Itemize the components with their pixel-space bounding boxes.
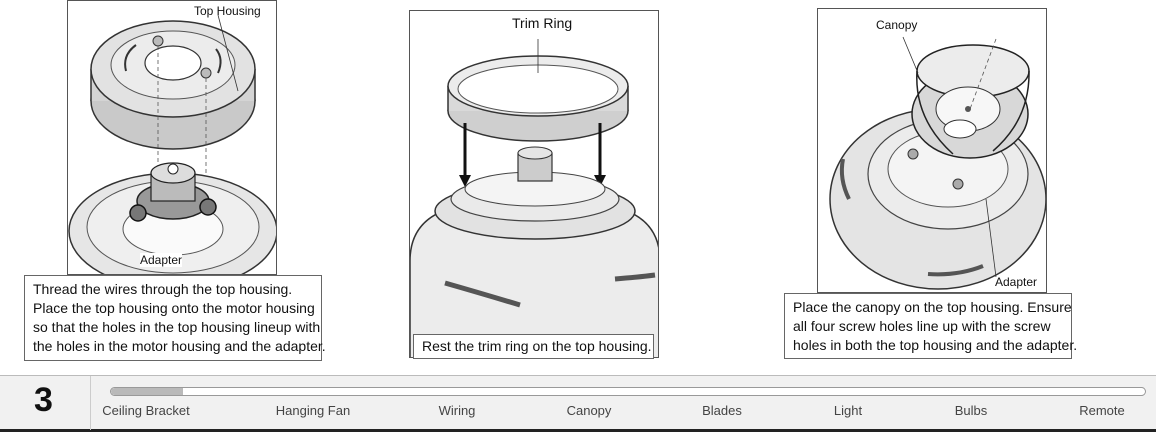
caption-step-trim-ring: Rest the trim ring on the top housing. (413, 334, 654, 359)
label-trim-ring: Trim Ring (512, 15, 573, 31)
progress-bar (110, 387, 1146, 396)
figure-top-housing: Top Housing Adapter (67, 0, 277, 275)
step-canopy[interactable]: Canopy (566, 403, 612, 418)
label-adapter: Adapter (140, 253, 183, 267)
caption-line: Place the canopy on the top housing. Ens… (793, 299, 1072, 315)
caption-line: Place the top housing onto the motor hou… (33, 300, 315, 316)
step-hanging-fan[interactable]: Hanging Fan (275, 403, 351, 418)
caption-line: Rest the trim ring on the top housing. (422, 338, 652, 354)
figure-trim-ring: Trim Ring (409, 10, 659, 358)
step-number: 3 (34, 381, 53, 419)
progress-fill (111, 388, 184, 395)
label-canopy: Canopy (876, 18, 918, 32)
footer-divider (90, 376, 91, 430)
step-progress-footer: 3 Ceiling Bracket Hanging Fan Wiring Can… (0, 375, 1156, 432)
caption-line: the holes in the motor housing and the a… (33, 338, 326, 354)
step-bulbs[interactable]: Bulbs (954, 403, 988, 418)
caption-step-canopy: Place the canopy on the top housing. Ens… (784, 293, 1078, 359)
figure-canopy: Canopy Adapter (817, 8, 1047, 293)
caption-line: Thread the wires through the top housing… (33, 281, 293, 297)
caption-step-top-housing: Thread the wires through the top housing… (24, 275, 326, 361)
label-adapter: Adapter (995, 275, 1038, 289)
canopy-illustration (829, 36, 1046, 290)
trim-ring-illustration (410, 39, 658, 357)
step-wiring[interactable]: Wiring (438, 403, 476, 418)
step-ceiling-bracket[interactable]: Ceiling Bracket (102, 403, 190, 418)
label-top-housing: Top Housing (194, 4, 261, 18)
top-housing-illustration (68, 14, 276, 274)
step-light[interactable]: Light (833, 403, 863, 418)
step-remote[interactable]: Remote (1079, 403, 1125, 418)
caption-line: all four screw holes line up with the sc… (793, 318, 1051, 334)
step-blades[interactable]: Blades (702, 403, 742, 418)
caption-line: so that the holes in the top housing lin… (33, 319, 321, 335)
caption-line: holes in both the top housing and the ad… (793, 337, 1078, 353)
